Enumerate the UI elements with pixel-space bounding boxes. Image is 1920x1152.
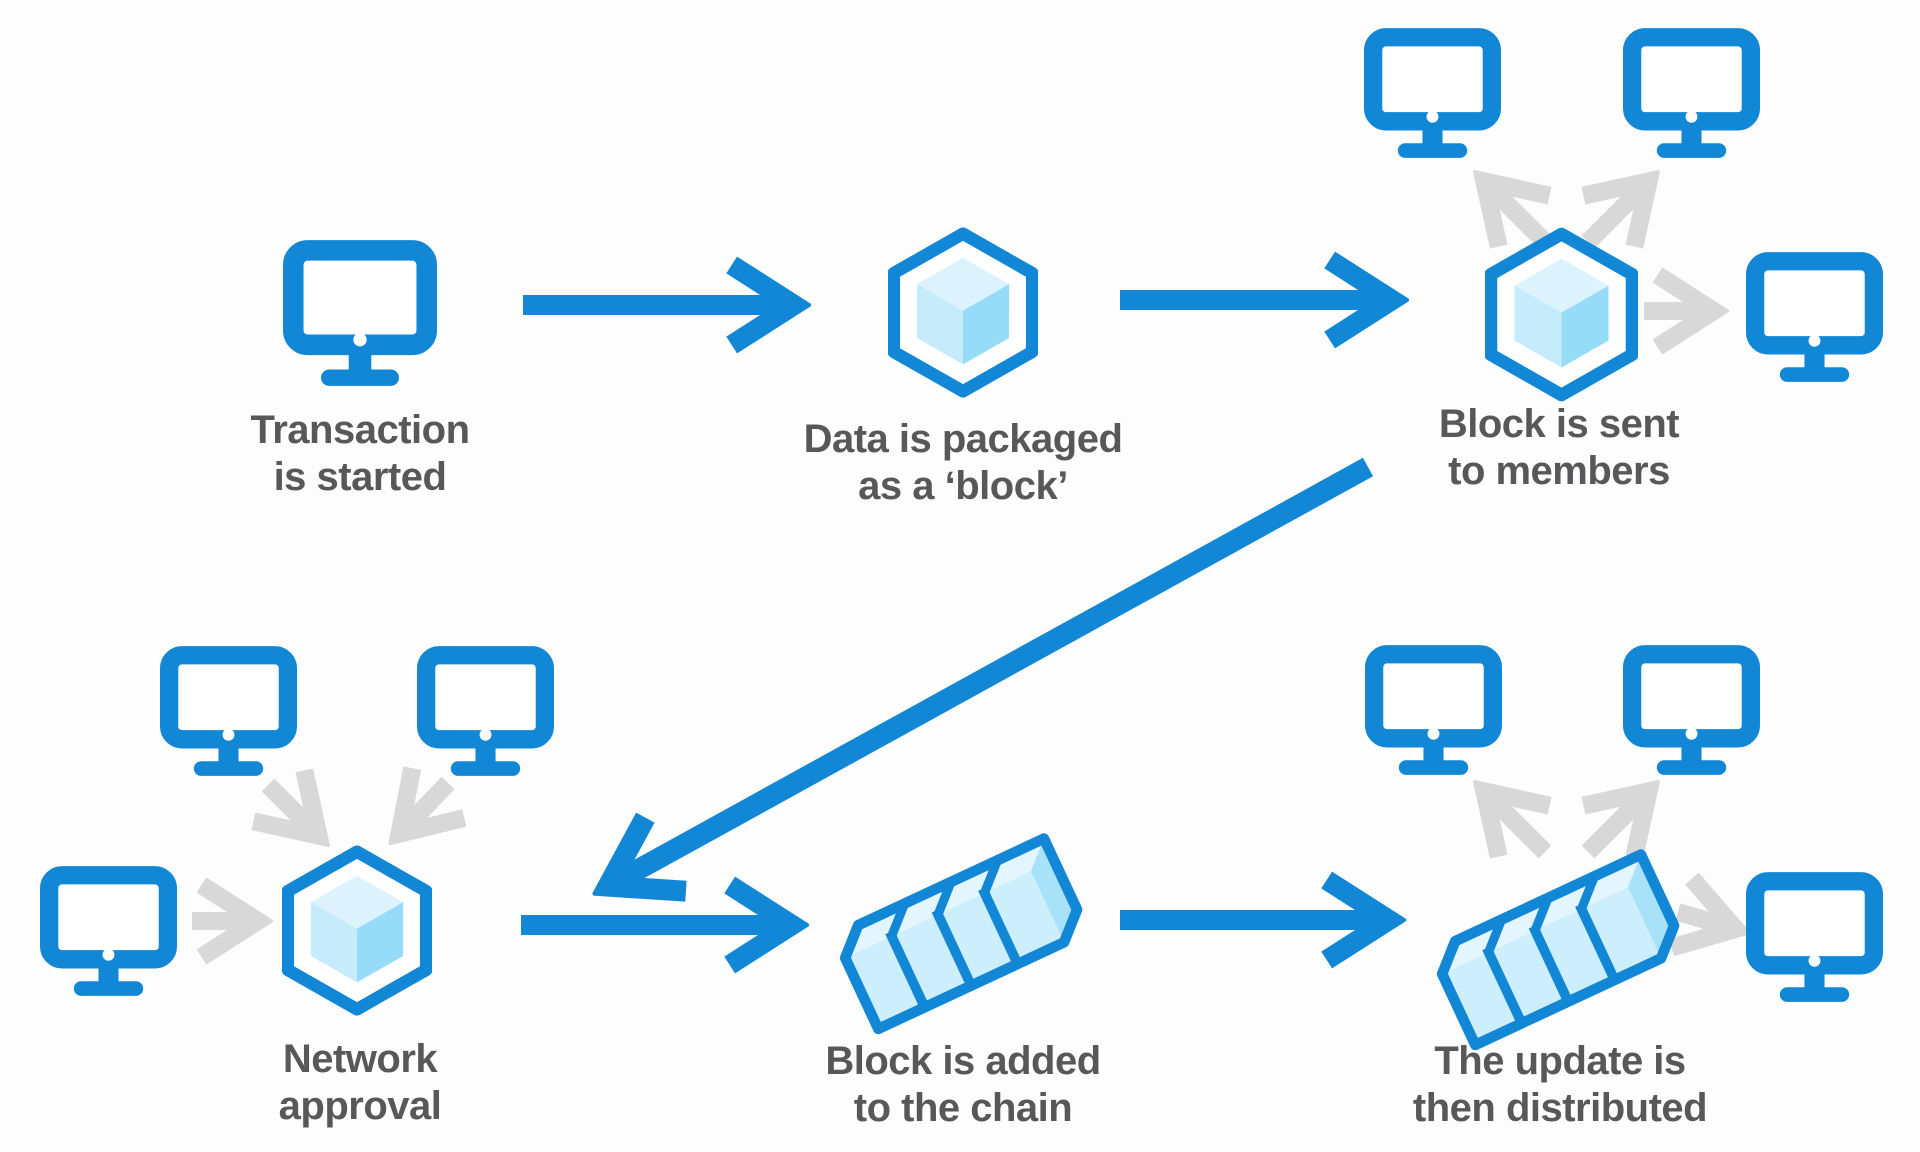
step-label-6-line1: The update is bbox=[1434, 1039, 1686, 1083]
blockchain-chain-icon-step5 bbox=[835, 839, 1089, 1033]
step-label-5-line2: to the chain bbox=[853, 1086, 1073, 1130]
step-label-5: Block is added to the chain bbox=[723, 1038, 1203, 1132]
step-label-4-line2: approval bbox=[278, 1084, 442, 1128]
computer-icon-step1 bbox=[293, 250, 426, 386]
flow-arrow-diagonal bbox=[612, 457, 1374, 884]
block-cube-icon-step3 bbox=[1491, 234, 1632, 395]
step-label-2-line2: as a ‘block’ bbox=[858, 464, 1068, 508]
approver-computer-icon-2 bbox=[426, 655, 545, 776]
member-computer-icon-2 bbox=[1632, 37, 1751, 158]
blockchain-chain-icon-step6 bbox=[1432, 855, 1686, 1049]
distribute-arrow-right bbox=[1678, 912, 1732, 928]
block-cube-icon-step2 bbox=[894, 234, 1032, 392]
step-label-4: Network approval bbox=[120, 1036, 600, 1130]
receiver-computer-icon-2 bbox=[1632, 654, 1751, 775]
step-label-4-line1: Network bbox=[282, 1037, 438, 1081]
distribute-arrow-up-right bbox=[1588, 794, 1646, 852]
broadcast-arrow-up-left bbox=[1487, 184, 1545, 242]
step-label-3-line2: to members bbox=[1448, 449, 1670, 493]
step-label-3-line1: Block is sent bbox=[1438, 402, 1680, 446]
step-label-6: The update is then distributed bbox=[1320, 1038, 1800, 1132]
member-computer-icon-3 bbox=[1755, 261, 1874, 382]
distribute-arrow-up-left bbox=[1487, 794, 1545, 852]
approval-arrow-down-left bbox=[402, 783, 448, 831]
step-label-6-line2: then distributed bbox=[1412, 1086, 1708, 1130]
broadcast-arrow-up-right bbox=[1588, 184, 1646, 242]
receiver-computer-icon-3 bbox=[1755, 881, 1874, 1002]
block-cube-icon-step4 bbox=[288, 852, 426, 1010]
step-label-3: Block is sent to members bbox=[1319, 401, 1799, 495]
step-label-1: Transaction is started bbox=[120, 407, 600, 501]
step-label-1-line1: Transaction bbox=[250, 408, 470, 452]
approver-computer-icon-3 bbox=[49, 875, 168, 996]
receiver-computer-icon-1 bbox=[1374, 654, 1493, 775]
step-label-1-line2: is started bbox=[273, 455, 447, 499]
approval-arrow-down-right bbox=[268, 785, 316, 833]
step-label-2-line1: Data is packaged bbox=[803, 417, 1123, 461]
step-label-2: Data is packaged as a ‘block’ bbox=[723, 416, 1203, 510]
member-computer-icon-1 bbox=[1373, 37, 1492, 158]
step-label-5-line1: Block is added bbox=[825, 1039, 1101, 1083]
approver-computer-icon-1 bbox=[169, 655, 288, 776]
